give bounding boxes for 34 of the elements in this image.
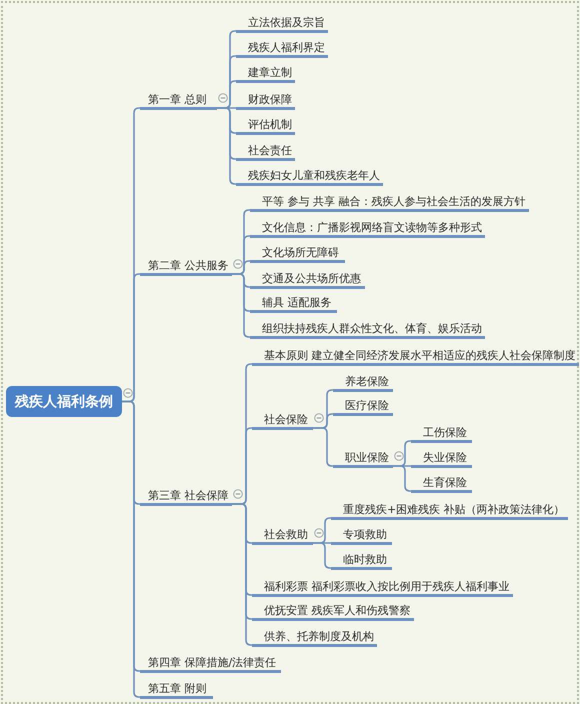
root-topic-box: 残疾人福利条例 [6, 386, 122, 417]
chapter-topic: 第三章 社会保障 [140, 488, 232, 506]
subtopic: 社会责任 [236, 142, 295, 160]
subtopic: 建章立制 [236, 64, 295, 82]
subtopic: 优抚安置 残疾军人和伤残警察 [252, 602, 414, 620]
subtopic: 供养、托养制度及机构 [252, 628, 377, 646]
subtopic: 财政保障 [236, 92, 295, 110]
subtopic: 辅具 适配服务 [250, 294, 337, 312]
subtopic: 临时救助 [331, 552, 392, 570]
subtopic: 文化信息：广播影视网络盲文读物等多种形式 [250, 220, 485, 238]
subtopic: 失业保险 [411, 450, 472, 468]
subtopic: 养老保险 [333, 374, 393, 392]
chapter-topic: 第四章 保障措施/法律责任 [140, 654, 281, 672]
subtopic: 工伤保险 [411, 424, 472, 442]
subtopic: 组织扶持残疾人群众性文化、体育、娱乐活动 [250, 320, 485, 338]
subtopic: 社会救助 [252, 526, 313, 544]
subtopic: 福利彩票 福利彩票收入按比例用于残疾人福利事业 [252, 578, 512, 596]
chapter-topic: 第一章 总则 [140, 92, 217, 110]
subtopic: 基本原则 建立健全同经济发展水平相适应的残疾人社会保障制度 [252, 348, 578, 366]
subtopic: 残疾人福利界定 [236, 40, 328, 58]
subtopic: 生育保险 [411, 474, 472, 492]
subtopic: 医疗保险 [333, 398, 393, 416]
chapter-topic: 第五章 附则 [140, 680, 213, 698]
subtopic: 文化场所无障碍 [250, 244, 345, 262]
chapter-topic: 第二章 公共服务 [140, 258, 232, 276]
subtopic: 重度残疾+困难残疾 补贴（两补政策法律化） [331, 502, 568, 520]
subtopic: 职业保险 [333, 450, 393, 468]
subtopic: 残疾妇女儿童和残疾老年人 [236, 168, 383, 186]
subtopic: 交通及公共场所优惠 [250, 270, 365, 288]
subtopic: 社会保险 [252, 412, 313, 430]
subtopic: 立法依据及宗旨 [236, 14, 328, 32]
subtopic: 平等 参与 共享 融合：残疾人参与社会生活的发展方针 [250, 194, 528, 212]
subtopic: 专项救助 [331, 526, 392, 544]
subtopic: 评估机制 [236, 116, 295, 134]
